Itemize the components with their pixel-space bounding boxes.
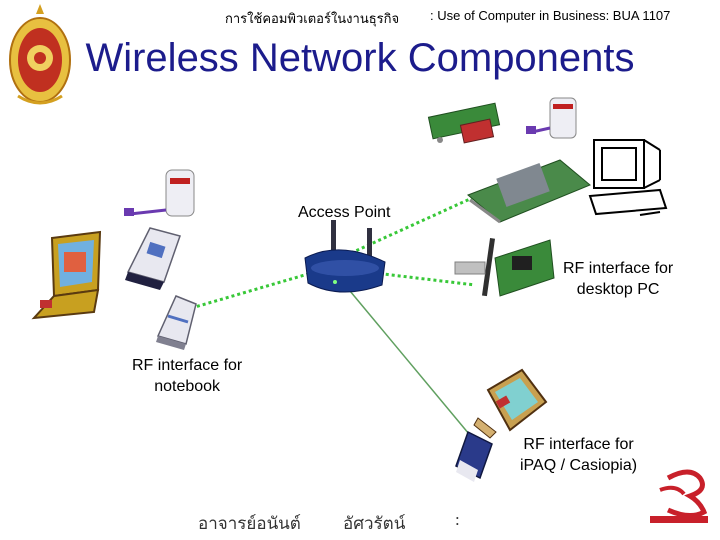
university-seal-logo (9, 4, 71, 105)
label-access-point: Access Point (298, 204, 391, 221)
link-ap-to-ipaq-card (344, 284, 475, 441)
footer-instructor: อาจารย์อนันต์ (198, 514, 301, 533)
access-point-device (304, 220, 386, 293)
desktop-computer-icon (588, 139, 668, 216)
pc-card-adapter-top (427, 102, 501, 144)
label-rf-ipaq-line1: RF interface for (523, 436, 634, 453)
pc-card-notebook-middle (125, 227, 181, 290)
laptop-icon (31, 230, 102, 320)
rf-pci-card-desktop (454, 238, 555, 297)
ipaq-pda-icon (473, 368, 548, 439)
course-code: : Use of Computer in Business: BUA 1107 (430, 8, 671, 23)
link-ap-to-notebook-card (194, 270, 316, 309)
wireless-adapter-small-left (124, 169, 195, 217)
course-title-thai: การใช้คอมพิวเตอร์ในงานธุรกิจ (225, 11, 400, 26)
label-rf-desktop-line2: desktop PC (576, 281, 660, 298)
rf-pc-card-notebook (156, 295, 197, 350)
rf-cf-card-ipaq (455, 430, 493, 482)
wireless-adapter-small-right (526, 97, 577, 139)
pci-card-desktop-large (467, 159, 591, 224)
footer-name: อัศวรัตน์ (343, 514, 406, 533)
footer-colon: : (455, 510, 460, 529)
label-rf-ipaq-line2: iPAQ / Casiopia) (520, 457, 638, 474)
label-rf-desktop: RF interface for desktop PC (563, 258, 673, 300)
slide-title: Wireless Network Components (85, 36, 635, 80)
label-rf-desktop-line1: RF interface for (563, 260, 674, 277)
label-rf-notebook-line2: notebook (154, 378, 221, 395)
label-rf-notebook-line1: RF interface for (132, 357, 243, 374)
label-rf-notebook: RF interface for notebook (132, 355, 242, 397)
rmutt-logo (650, 469, 708, 523)
label-rf-ipaq: RF interface for iPAQ / Casiopia) (520, 434, 637, 476)
